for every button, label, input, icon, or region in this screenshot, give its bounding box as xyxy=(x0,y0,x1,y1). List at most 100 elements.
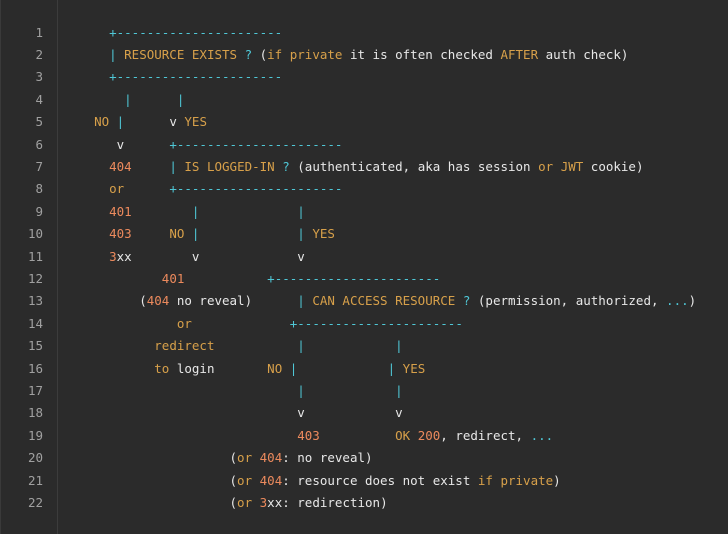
code-line: 1 +---------------------- xyxy=(35,22,728,44)
token: 404 xyxy=(146,293,170,309)
token: auth check) xyxy=(538,46,629,62)
code-line: 5 NO | v YES xyxy=(35,111,728,133)
token: login xyxy=(169,360,268,376)
line-text: or +---------------------- xyxy=(79,313,463,335)
token: JWT xyxy=(560,158,584,174)
code-line: 20 (or 404: no reveal) xyxy=(28,447,728,469)
token: cookie) xyxy=(583,158,644,174)
token xyxy=(192,316,290,331)
token xyxy=(79,271,162,286)
token: 3 xyxy=(109,248,117,264)
token: v xyxy=(79,136,170,152)
line-number: 20 xyxy=(27,450,43,466)
line-number: 16 xyxy=(27,360,43,376)
line-number: 9 xyxy=(35,203,43,219)
token: AFTER xyxy=(500,46,539,62)
token: ... xyxy=(530,427,554,443)
token xyxy=(79,249,109,264)
line-number: 7 xyxy=(35,158,43,174)
token: : redirection) xyxy=(282,494,388,510)
token: : no reveal) xyxy=(282,450,373,466)
code-line: 8 or +---------------------- xyxy=(35,178,728,200)
code-line: 13 (404 no reveal) | CAN ACCESS RESOURCE… xyxy=(28,290,728,312)
line-text: 3xx v v xyxy=(79,246,305,268)
line-number: 17 xyxy=(27,382,43,398)
token: no reveal) xyxy=(169,293,298,309)
token: or xyxy=(237,494,253,510)
token xyxy=(79,181,109,196)
line-text: | | xyxy=(79,380,403,402)
code-line: 16 to login NO | | YES xyxy=(28,358,728,380)
token: | xyxy=(184,226,200,242)
token xyxy=(79,316,177,331)
line-number: 21 xyxy=(27,472,43,488)
token: IS LOGGED-IN xyxy=(184,158,275,174)
token: +---------------------- xyxy=(79,69,283,85)
token xyxy=(79,159,109,174)
code-area: 1 +----------------------2 | RESOURCE EX… xyxy=(28,0,728,534)
token xyxy=(184,271,267,286)
token: | xyxy=(109,114,125,130)
line-text: 403 NO | | YES xyxy=(79,223,335,245)
token: | xyxy=(79,46,125,62)
token: (permission, authorized, xyxy=(477,293,667,309)
line-text: or +---------------------- xyxy=(79,178,342,200)
code-line: 2 | RESOURCE EXISTS ? (if private it is … xyxy=(35,44,728,66)
token: ... xyxy=(666,293,689,309)
token: | xyxy=(297,203,305,219)
token: +---------------------- xyxy=(289,315,463,331)
token: +---------------------- xyxy=(169,181,343,197)
line-number: 13 xyxy=(27,293,43,309)
token: : resource does not exist xyxy=(282,472,478,488)
token: RESOURCE EXISTS xyxy=(124,46,238,62)
line-text: (or 404: no reveal) xyxy=(79,447,373,469)
code-line: 19 403 OK 200, redirect, ... xyxy=(28,425,728,447)
token: NO xyxy=(94,114,110,130)
code-line: 22 (or 3xx: redirection) xyxy=(28,492,728,514)
token xyxy=(79,383,297,398)
token xyxy=(124,181,169,196)
token: | xyxy=(395,382,403,398)
token: ? xyxy=(274,158,298,174)
token xyxy=(199,204,297,219)
token xyxy=(282,47,290,62)
code-line: 18 v v xyxy=(28,402,728,424)
token: YES xyxy=(312,226,335,242)
token: 401 xyxy=(161,270,185,286)
token: redirect xyxy=(154,338,215,354)
token: | xyxy=(191,203,200,219)
line-text: v +---------------------- xyxy=(79,134,343,156)
token xyxy=(305,338,395,353)
token: or xyxy=(237,450,253,466)
token xyxy=(214,338,297,353)
token xyxy=(79,361,154,376)
code-line: 21 (or 404: resource does not exist if p… xyxy=(28,470,728,492)
line-text: v v xyxy=(79,402,402,424)
token: +---------------------- xyxy=(267,270,441,286)
code-line: 12 401 +---------------------- xyxy=(28,268,728,290)
token: ( xyxy=(79,450,238,466)
token: (authenticated, aka has session xyxy=(297,158,539,174)
token: ) xyxy=(553,472,561,488)
token: CAN ACCESS RESOURCE xyxy=(312,293,456,309)
token: to xyxy=(154,360,170,376)
token: | xyxy=(297,293,313,309)
line-text: +---------------------- xyxy=(79,66,282,88)
line-text: (or 404: resource does not exist if priv… xyxy=(79,470,561,492)
token: 404 xyxy=(259,450,283,466)
line-number: 12 xyxy=(27,270,43,286)
line-number-gutter xyxy=(1,0,58,534)
token: NO xyxy=(267,360,283,376)
line-number: 2 xyxy=(35,46,43,62)
token: ( xyxy=(79,293,147,309)
token xyxy=(305,383,395,398)
line-number: 19 xyxy=(27,427,43,443)
token: 404 xyxy=(259,472,283,488)
code-line: 3 +---------------------- xyxy=(35,66,728,88)
token: | | xyxy=(79,91,185,107)
token: | xyxy=(395,338,403,354)
token: 403 xyxy=(297,427,320,443)
token xyxy=(79,428,297,443)
token: private xyxy=(289,46,343,62)
